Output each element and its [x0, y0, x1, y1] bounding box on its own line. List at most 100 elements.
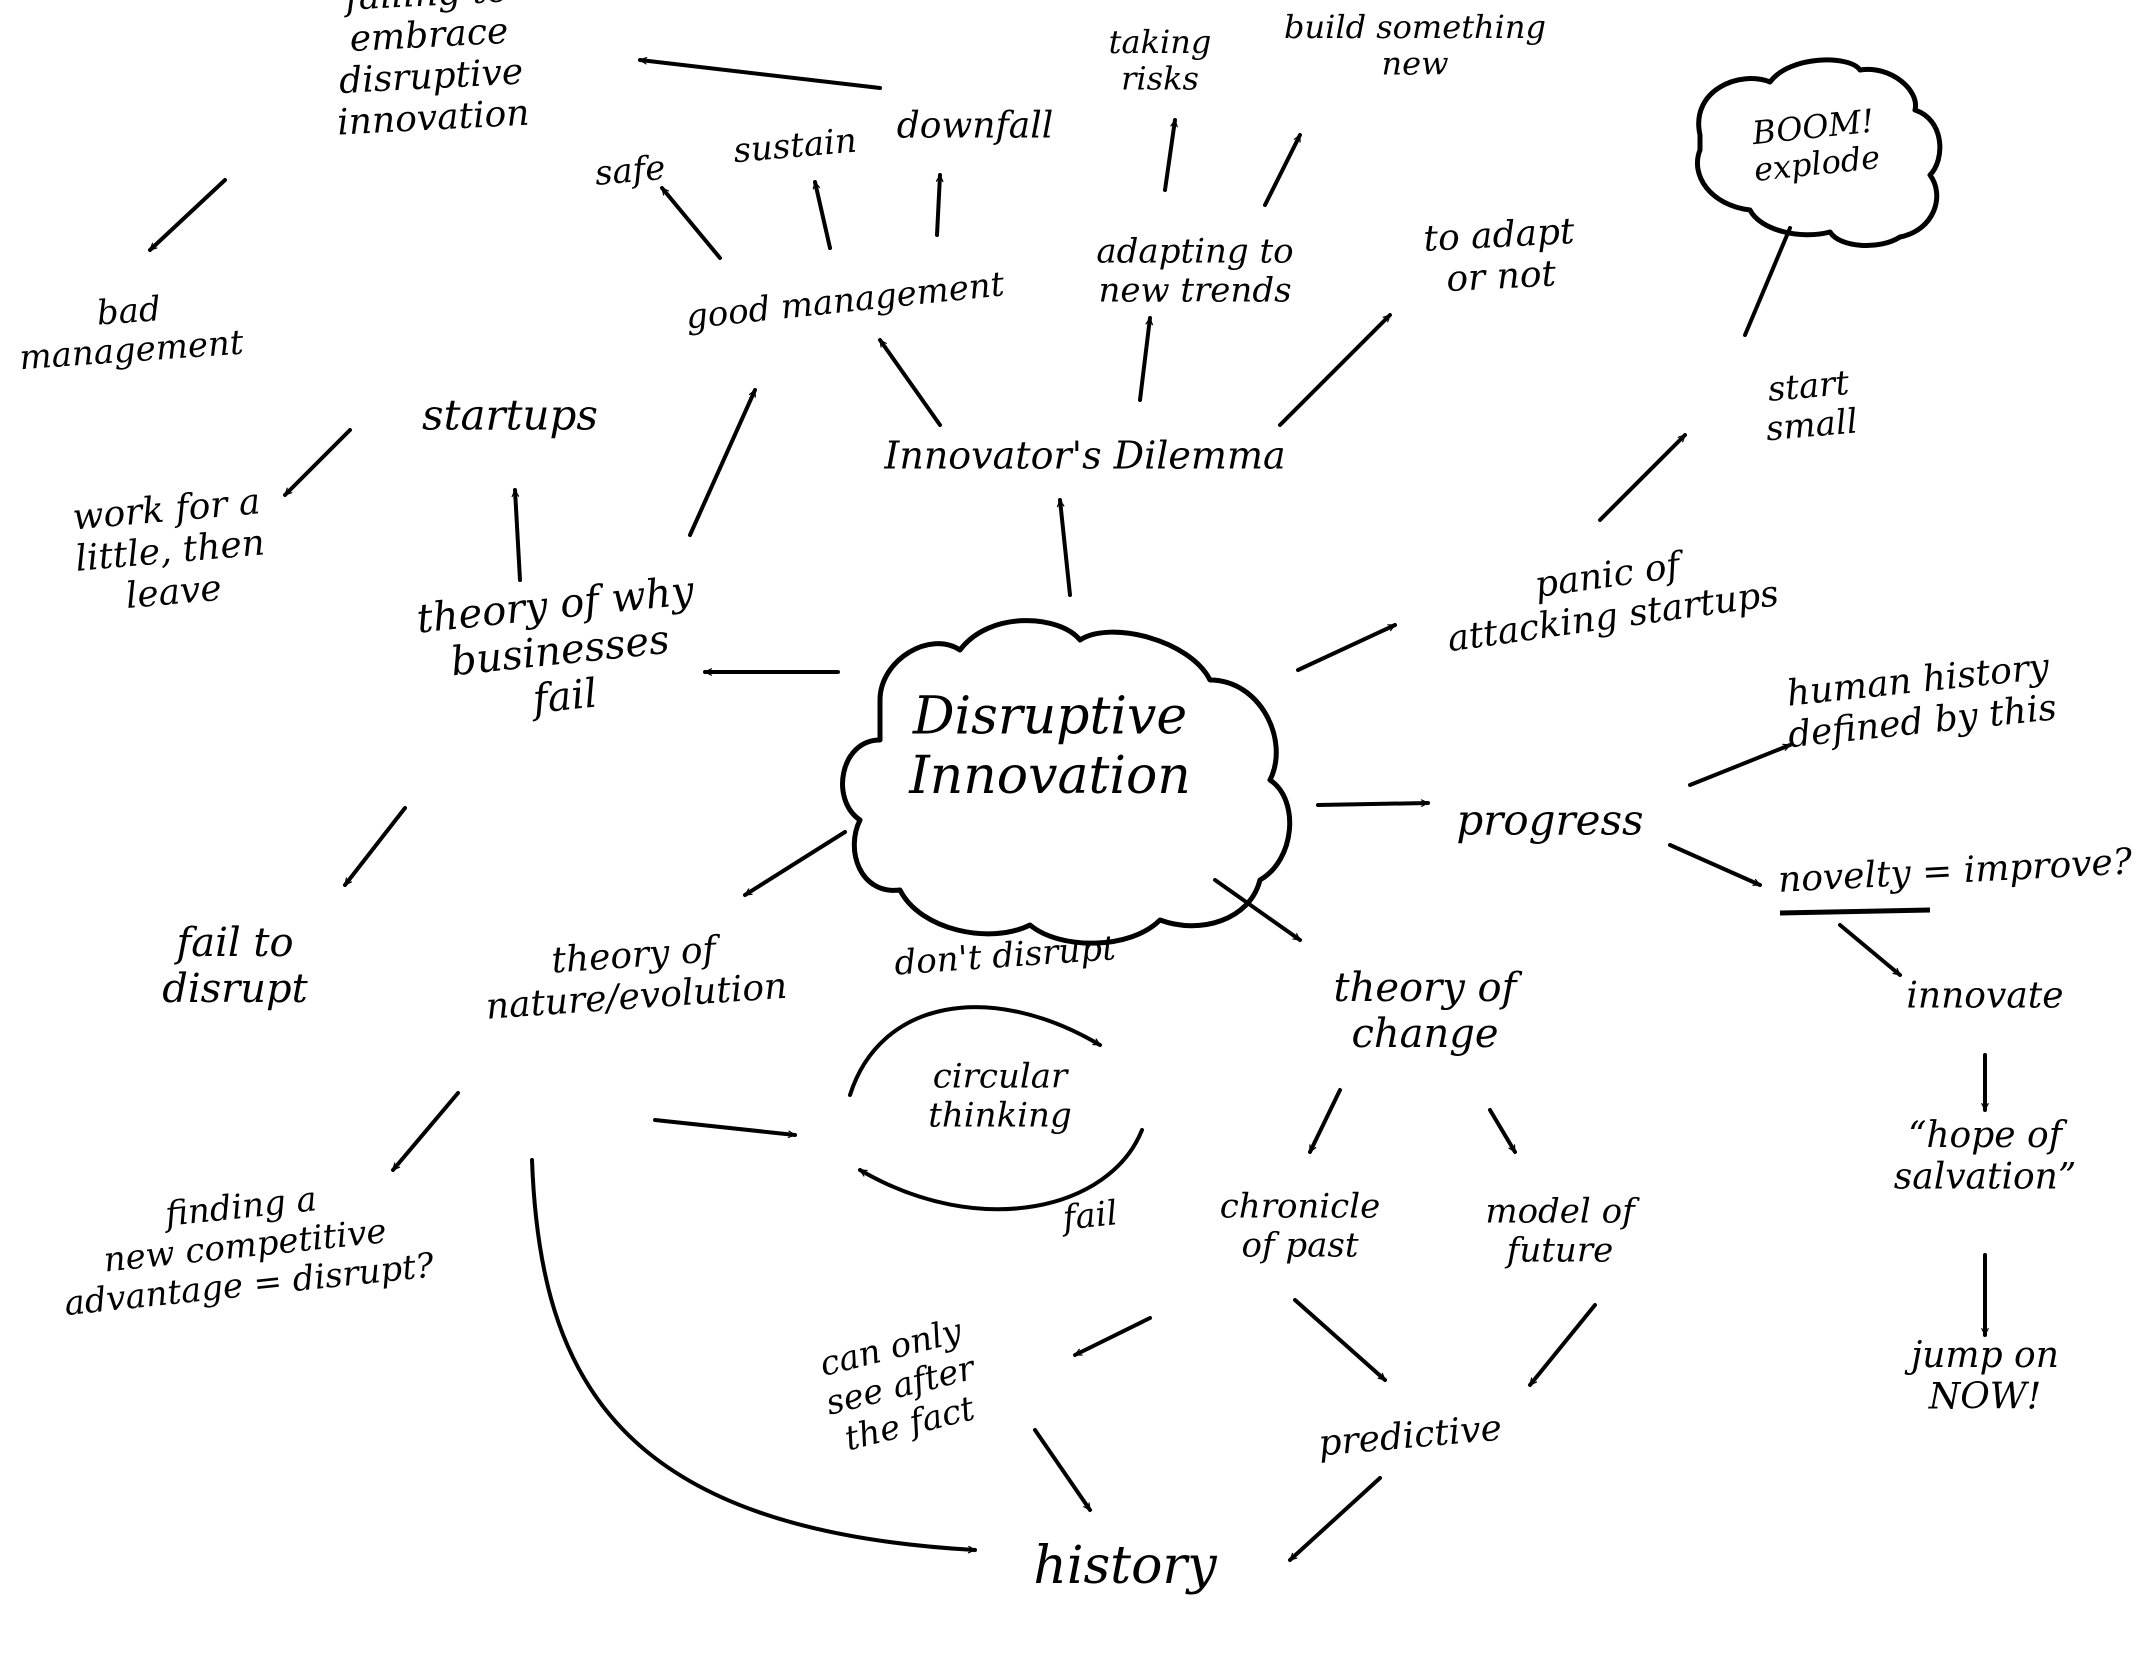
node-line: thinking: [928, 1095, 1071, 1135]
node-line: of past: [1241, 1225, 1358, 1265]
node-line: startups: [422, 391, 598, 440]
edge-innovators-dilemma-to-adapting: [1138, 316, 1154, 402]
edge-center-to-panic: [1296, 623, 1397, 672]
node-line: or not: [1445, 253, 1557, 300]
node-line: change: [1351, 1011, 1498, 1057]
edge-center-to-theory-change: [1213, 878, 1302, 942]
node-line: model of: [1485, 1191, 1640, 1231]
node-can-only-see: can onlysee afterthe fact: [812, 1310, 989, 1462]
node-innovate: innovate: [1906, 976, 2063, 1017]
edge-center-to-progress: [1316, 799, 1430, 807]
node-theory-why-fail: theory of whybusinessesfail: [415, 568, 708, 734]
node-line: build something: [1284, 8, 1546, 46]
boom-cloud-outline: [1694, 57, 1943, 248]
node-line: new: [1382, 45, 1449, 83]
node-progress: progress: [1456, 796, 1643, 845]
edge-theory-nature-to-circular-thinking: [653, 1118, 797, 1139]
node-line: safe: [593, 148, 667, 194]
node-line: disruptive: [338, 51, 524, 102]
node-line: Innovation: [908, 746, 1191, 806]
node-line: history: [1033, 1536, 1217, 1596]
edge-panic-to-start-small: [1598, 433, 1687, 522]
node-line: predictive: [1317, 1408, 1504, 1465]
node-line: to adapt: [1422, 211, 1576, 260]
node-safe: safe: [593, 148, 667, 194]
novelty-underline: [1779, 907, 1931, 916]
node-line: disrupt: [162, 966, 308, 1012]
node-work-for-a-little: work for alittle, thenleave: [70, 481, 270, 621]
node-line: fail: [1058, 1193, 1119, 1239]
node-line: embrace: [349, 11, 510, 60]
node-line: start: [1766, 363, 1851, 410]
node-line: Disruptive: [912, 686, 1187, 746]
edge-progress-to-novelty: [1668, 843, 1762, 887]
node-theory-nature: theory ofnature/evolution: [482, 924, 789, 1027]
edge-downfall-to-failing-to-embrace: [638, 56, 882, 90]
node-line: adapting to: [1096, 231, 1293, 271]
circular-loop-top-arrow: [848, 1005, 1102, 1097]
node-downfall: downfall: [897, 106, 1054, 147]
node-history: history: [1033, 1536, 1217, 1596]
edge-theory-change-to-chronicle-of-past: [1308, 1088, 1342, 1154]
node-start-small: startsmall: [1761, 363, 1859, 450]
node-bad-management: badmanagement: [15, 284, 245, 379]
node-good-management: good management: [684, 264, 1007, 337]
node-fail: fail: [1058, 1193, 1119, 1239]
node-startups: startups: [422, 391, 598, 440]
edge-start-small-to-boom: [1743, 226, 1792, 337]
edge-can-only-see-to-history: [1033, 1428, 1092, 1512]
node-line: NOW!: [1928, 1376, 2041, 1417]
edge-innovators-dilemma-to-to-adapt-or-not: [1278, 313, 1392, 427]
node-line: fail to: [173, 920, 293, 966]
node-line: taking: [1109, 23, 1212, 61]
edge-theory-nature-to-history: [530, 1158, 977, 1554]
node-line: salvation”: [1894, 1156, 2077, 1197]
node-innovators-dilemma: Innovator's Dilemma: [883, 433, 1285, 477]
node-line: new trends: [1098, 270, 1291, 310]
edge-chronicle-of-past-to-predictive: [1293, 1298, 1387, 1382]
node-line: sustain: [732, 121, 859, 172]
edge-good-management-to-safe: [660, 186, 722, 260]
edge-model-of-future-to-predictive: [1528, 1303, 1597, 1387]
node-line: don't disrupt: [893, 928, 1117, 983]
node-dont-disrupt: don't disrupt: [893, 928, 1117, 983]
node-line: progress: [1456, 796, 1643, 845]
node-line: management: [18, 323, 245, 379]
node-line: chronicle: [1220, 1186, 1380, 1226]
edge-chronicle-of-past-to-can-only-see: [1073, 1316, 1152, 1357]
edge-predictive-to-history: [1288, 1476, 1382, 1562]
edge-theory-nature-to-finding-advantage: [391, 1091, 460, 1172]
node-human-history: human historydefined by this: [1782, 646, 2059, 756]
edge-failing-to-embrace-to-bad-management: [148, 178, 227, 252]
node-line: jump on: [1904, 1335, 2059, 1376]
node-line: fail: [528, 671, 600, 724]
node-finding-advantage: finding anew competitiveadvantage = disr…: [54, 1168, 436, 1324]
edge-theory-why-fail-to-fail-to-disrupt: [343, 806, 407, 887]
edge-center-to-innovators-dilemma: [1056, 498, 1072, 597]
node-line: theory of: [1334, 965, 1523, 1011]
edge-adapting-to-build-something-new: [1263, 133, 1302, 207]
node-line: good management: [684, 264, 1007, 337]
edge-good-management-to-downfall: [935, 173, 944, 237]
node-line: Innovator's Dilemma: [883, 433, 1285, 477]
edge-novelty-to-innovate: [1838, 923, 1902, 977]
edge-innovators-dilemma-to-good-management: [878, 338, 942, 427]
node-sustain: sustain: [732, 121, 859, 172]
node-line: innovate: [1906, 976, 2063, 1017]
edge-center-to-theory-nature: [743, 830, 847, 897]
node-novelty: novelty = improve?: [1777, 841, 2134, 901]
center-cloud-outline: [840, 618, 1293, 946]
node-predictive: predictive: [1317, 1408, 1504, 1465]
node-line: bad: [95, 289, 161, 333]
edge-theory-why-fail-to-good-management: [688, 388, 757, 537]
node-line: novelty = improve?: [1777, 841, 2134, 901]
